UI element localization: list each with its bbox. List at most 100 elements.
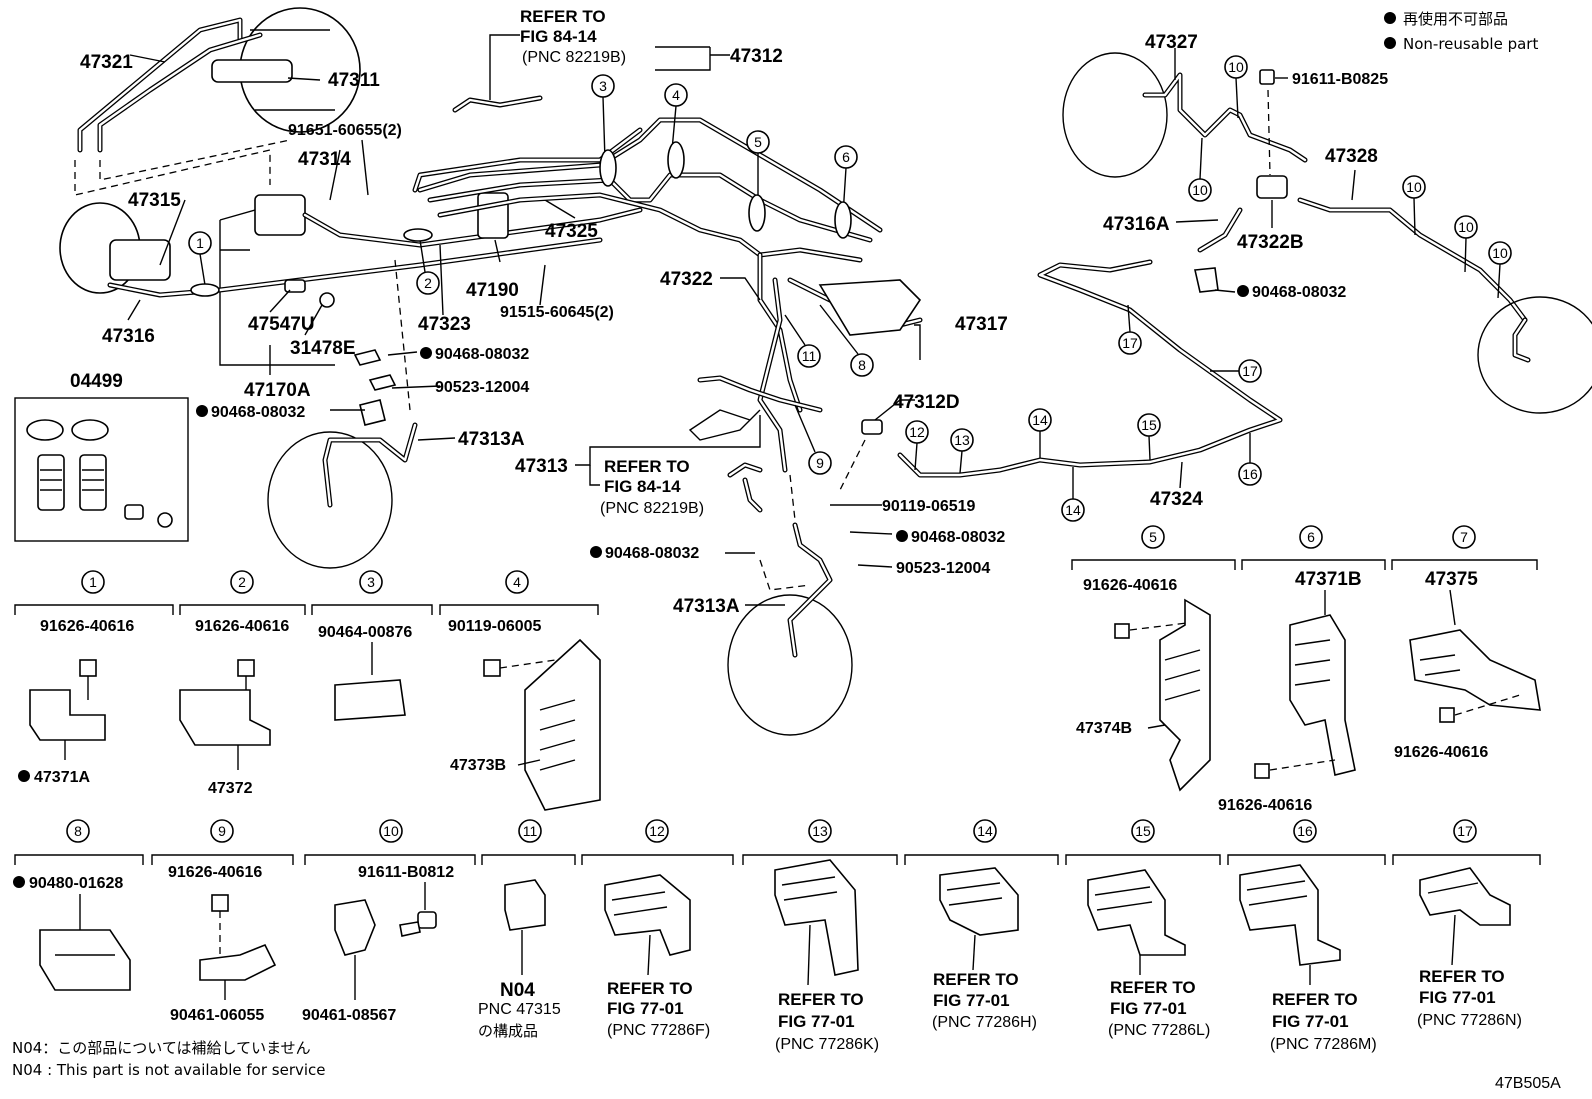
label-47325: 47325 [545,221,598,242]
detail-11-code: N04 [500,980,535,1001]
label-refer-mid: REFER TO [604,457,690,476]
legend-jp: 再使用不可部品 [1403,10,1508,28]
detail-5: 5 91626-40616 47374B [1071,525,1236,792]
label-91611-a: 91611-B0825 [1292,71,1388,88]
label-pnc-top: (PNC 82219B) [522,49,626,66]
label-47312: 47312 [730,46,783,67]
detail-3-top: 90464-00876 [318,624,412,641]
callouts-rear: 10 10 10 10 10 17 17 16 12 13 14 14 15 [905,55,1512,522]
rear-labels: 47327 91611-B0825 47328 47316A 47322B 90… [1103,32,1388,510]
brake-drum-outline-icon [727,594,853,736]
detail-15-pnc: (PNC 77286L) [1108,1022,1210,1039]
label-47323: 47323 [418,314,471,335]
detail-17: 17 REFER TO FIG 77-01 (PNC 77286N) [1392,819,1541,1029]
label-47190: 47190 [466,280,519,301]
label-47313A-b: 47313A [673,596,740,617]
three-way-joint-icon [477,192,509,239]
label-90468-d: 90468-08032 [605,545,699,562]
label-91651: 91651-60655(2) [288,122,402,139]
detail-13: 13 REFER TO FIG 77-01 (PNC 77286K) [742,819,898,1053]
svg-text:2: 2 [238,574,246,590]
detail-3: 3 90464-00876 [311,570,433,721]
svg-text:12: 12 [649,823,665,839]
label-47314: 47314 [298,149,351,170]
svg-text:17: 17 [1457,823,1473,839]
label-fig-mid: FIG 84-14 [604,477,681,496]
note-jp: N04：この部品については補給していません [12,1039,311,1057]
svg-text:15: 15 [1141,417,1157,433]
detail-1-bot: 47371A [34,769,90,786]
detail-1: 1 91626-40616 47371A [14,570,174,786]
svg-text:9: 9 [816,455,824,471]
svg-text:3: 3 [367,574,375,590]
svg-text:11: 11 [802,348,817,364]
detail-14-pnc: (PNC 77286H) [932,1014,1037,1031]
detail-15-refer: REFER TO [1110,978,1196,997]
detail-2: 2 91626-40616 47372 [179,570,306,797]
svg-text:13: 13 [812,823,828,839]
footnotes: N04：この部品については補給していません N04 : This part is… [12,1039,1561,1092]
bolt-91611-icon [1259,69,1275,85]
center-tube-harness [417,117,923,736]
label-47322: 47322 [660,269,713,290]
rear-drum-right-outline-icon [1477,296,1592,414]
svg-text:14: 14 [1032,412,1048,428]
detail-10-bot: 90461-08567 [302,1007,396,1024]
detail-13-refer: REFER TO [778,990,864,1009]
label-47316A: 47316A [1103,214,1170,235]
note-en: N04 : This part is not available for ser… [12,1061,326,1079]
detail-5-top: 91626-40616 [1083,577,1177,594]
non-reusable-dot-icon [1384,37,1396,49]
detail-11-pnc: PNC 47315 [478,1001,561,1018]
detail-17-fig: FIG 77-01 [1419,988,1496,1007]
detail-7-top: 47375 [1425,569,1478,590]
label-47311: 47311 [328,70,380,91]
svg-text:16: 16 [1242,466,1258,482]
detail-17-pnc: (PNC 77286N) [1417,1012,1522,1029]
svg-text:10: 10 [1458,219,1474,235]
label-47312D: 47312D [893,392,960,413]
svg-text:1: 1 [196,235,204,251]
label-90468-b: 90468-08032 [211,404,305,421]
svg-text:8: 8 [858,357,866,373]
label-47327: 47327 [1145,32,1198,53]
svg-text:10: 10 [1492,245,1508,261]
rear-drum-left-outline-icon [1062,52,1168,178]
label-90468-e: 90468-08032 [1252,284,1346,301]
svg-text:10: 10 [1228,59,1244,75]
non-reusable-dot-icon [1384,12,1396,24]
cap-icon [319,292,335,308]
label-47324: 47324 [1150,489,1203,510]
bleeder-plug-icon [284,279,306,293]
detail-16-pnc: (PNC 77286M) [1270,1036,1377,1053]
detail-11-suffix: の構成品 [478,1022,538,1040]
detail-9: 9 91626-40616 90461-06055 [151,819,294,1024]
svg-text:14: 14 [977,823,993,839]
svg-text:13: 13 [954,432,970,448]
label-47313A-a: 47313A [458,429,525,450]
detail-5-bot: 47374B [1076,720,1132,737]
detail-1-top: 91626-40616 [40,618,134,635]
label-47313: 47313 [515,456,568,477]
svg-text:8: 8 [74,823,82,839]
svg-text:4: 4 [513,574,521,590]
detail-15-fig: FIG 77-01 [1110,999,1187,1018]
detail-row-2: 8 90480-01628 9 91626-40616 90461-06055 … [13,819,1541,1053]
rear-area [897,48,1592,489]
svg-text:10: 10 [383,823,399,839]
master-cylinder-area [59,7,730,569]
detail-8: 8 90480-01628 [13,819,144,991]
svg-text:17: 17 [1122,335,1138,351]
svg-text:11: 11 [523,823,538,839]
label-47317: 47317 [955,314,1008,335]
svg-text:5: 5 [1149,529,1157,545]
svg-text:10: 10 [1406,179,1422,195]
kit-box [14,397,189,542]
detail-2-top: 91626-40616 [195,618,289,635]
detail-17-refer: REFER TO [1419,967,1505,986]
label-91515: 91515-60645(2) [500,304,614,321]
proportioning-valve-icon [254,194,306,236]
detail-4-top: 90119-06005 [448,618,542,635]
svg-text:10: 10 [1192,182,1208,198]
